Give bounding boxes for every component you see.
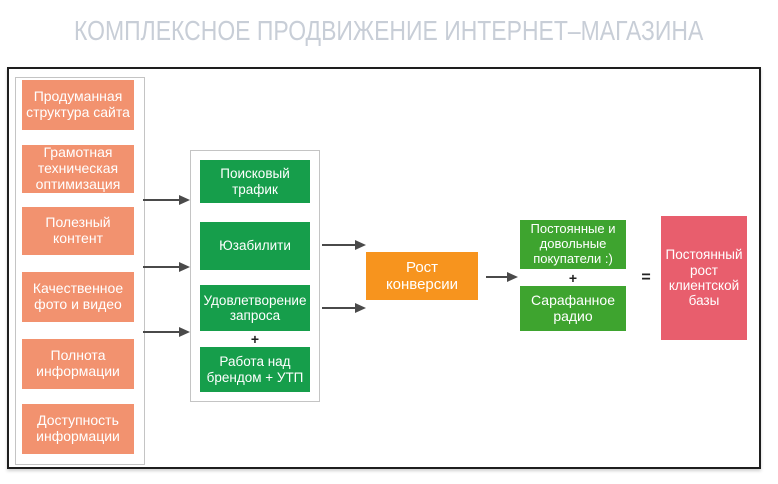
flow-arrow-right-icon [143,195,190,205]
factor-box-accessible-info: Доступность информации [22,404,134,454]
flow-arrow-right-icon [486,272,518,282]
factor-box-useful-content: Полезный контент [22,207,134,255]
flow-arrow-right-icon [143,327,190,337]
outcome-box-brand-usp: Работа над брендом + УТП [200,347,310,392]
plus-sign: + [568,270,578,286]
factor-box-photo-video: Качественное фото и видео [22,272,134,322]
outcome-box-query-satisfaction: Удовлетворение запроса [200,285,310,331]
plus-sign: + [250,331,260,347]
left-column-container [15,77,145,465]
client-base-growth-box: Постоянный рост клиентской базы [661,216,747,340]
equals-sign: = [641,269,651,286]
result-box-word-of-mouth: Сарафанное радио [520,286,626,331]
result-box-loyal-customers: Постоянные и довольные покупатели :) [520,220,626,269]
outcome-box-usability: Юзабилити [200,222,310,270]
factor-box-tech-optimization: Грамотная техническая оптимизация [22,144,134,193]
flow-arrow-right-icon [143,262,190,272]
flow-arrow-right-icon [322,240,366,250]
outcome-box-search-traffic: Поисковый трафик [200,160,310,203]
flow-arrow-right-icon [322,303,366,313]
factor-box-site-structure: Продуманная структура сайта [22,80,134,130]
page-title-row: КОМПЛЕКСНОЕ ПРОДВИЖЕНИЕ ИНТЕРНЕТ–МАГАЗИН… [0,14,778,48]
conversion-growth-box: Рост конверсии [366,252,478,300]
page-title: КОМПЛЕКСНОЕ ПРОДВИЖЕНИЕ ИНТЕРНЕТ–МАГАЗИН… [74,15,704,46]
factor-box-full-info: Полнота информации [22,339,134,389]
